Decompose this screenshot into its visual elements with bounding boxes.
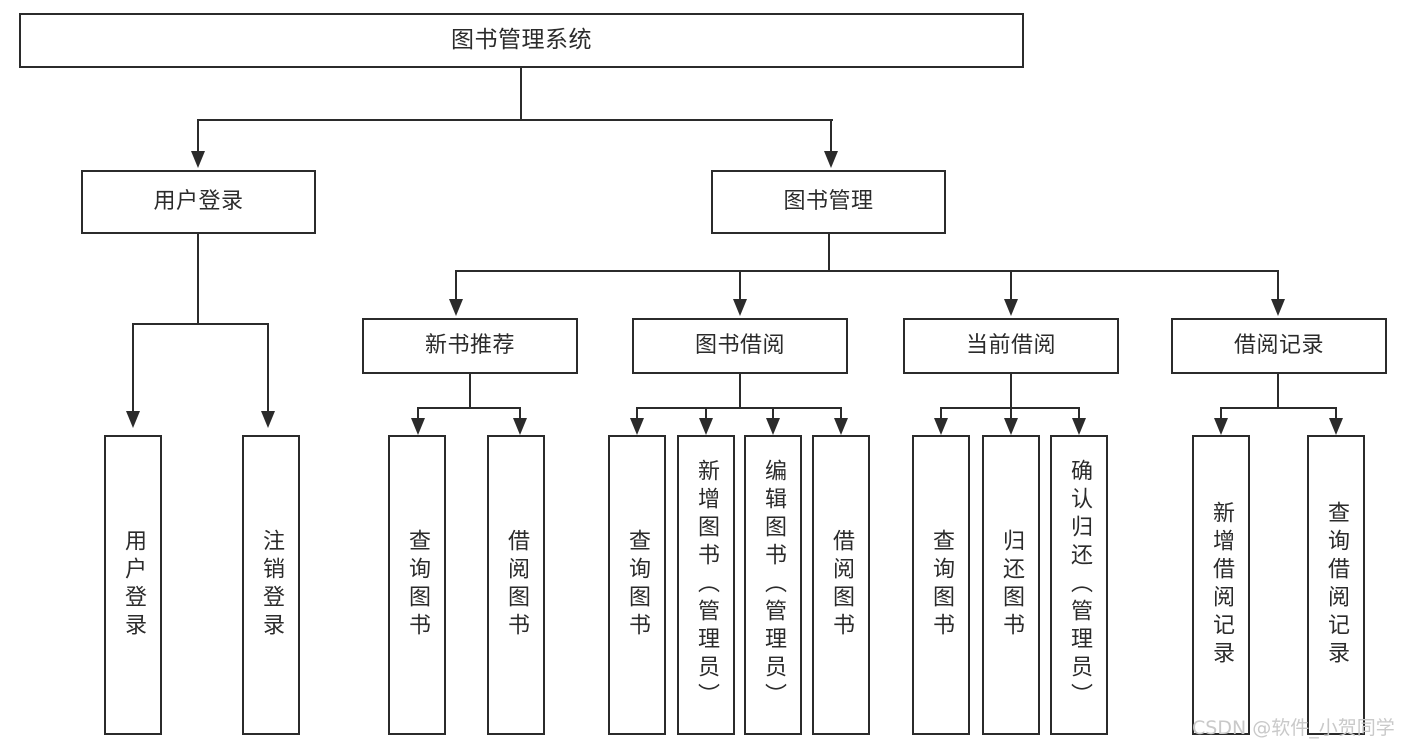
node-label: 借阅图书	[829, 529, 854, 641]
edge-book-mgmt-to-borrow	[739, 270, 741, 299]
edge-new-book-to-leaf-1	[519, 407, 521, 419]
arrow-user-login-to-leaf-1	[261, 411, 275, 428]
node-user-login[interactable]: 用户登录	[81, 170, 316, 234]
node-label: 查询图书	[929, 529, 954, 641]
edge-book-mgmt-to-record	[1277, 270, 1279, 299]
node-label: 借阅记录	[1233, 333, 1324, 359]
arrow-book-borrow-to-leaf-1	[699, 418, 713, 435]
leaf-new-book-recommend-0[interactable]: 查询图书	[388, 435, 446, 735]
edge-user-login-bus	[132, 323, 268, 325]
arrow-current-borrow-to-leaf-2	[1072, 418, 1086, 435]
edge-new-book-to-leaf-0	[417, 407, 419, 419]
node-new-book-recommend[interactable]: 新书推荐	[362, 318, 578, 374]
arrow-user-login-to-leaf-0	[126, 411, 140, 428]
arrow-current-borrow-to-leaf-1	[1004, 418, 1018, 435]
node-label: 用户登录	[153, 189, 244, 215]
node-label: 图书管理系统	[451, 26, 592, 53]
edge-user-login-to-leaf-1	[267, 323, 269, 411]
edge-root-to-user-login	[197, 119, 199, 151]
node-label: 用户登录	[121, 529, 146, 641]
arrow-new-book-to-leaf-0	[411, 418, 425, 435]
arrow-book-borrow-to-leaf-2	[766, 418, 780, 435]
node-label: 查询图书	[625, 529, 650, 641]
edge-book-mgmt-bus	[455, 270, 1279, 272]
edge-book-borrow-to-leaf-0	[636, 407, 638, 419]
node-label: 当前借阅	[965, 333, 1056, 359]
node-label: 图书借阅	[694, 333, 785, 359]
edge-book-borrow-to-leaf-3	[840, 407, 842, 419]
edge-current-borrow-to-leaf-2	[1078, 407, 1080, 419]
edge-user-login-to-leaf-0	[132, 323, 134, 411]
arrow-book-mgmt-to-borrow	[733, 299, 747, 316]
leaf-book-borrow-2[interactable]: 编辑图书（管理员）	[744, 435, 802, 735]
leaf-user-login-0[interactable]: 用户登录	[104, 435, 162, 735]
edge-book-mgmt-to-current	[1010, 270, 1012, 299]
node-root-system[interactable]: 图书管理系统	[19, 13, 1024, 68]
node-label: 编辑图书（管理员）	[761, 459, 786, 711]
node-label: 归还图书	[999, 529, 1024, 641]
edge-borrow-record-stem	[1277, 374, 1279, 409]
node-label: 借阅图书	[504, 529, 529, 641]
edge-root-to-book-mgmt	[830, 119, 832, 151]
leaf-borrow-record-1[interactable]: 查询借阅记录	[1307, 435, 1365, 735]
node-label: 新书推荐	[424, 333, 515, 359]
arrow-new-book-to-leaf-1	[513, 418, 527, 435]
arrow-root-to-book-mgmt	[824, 151, 838, 168]
leaf-book-borrow-0[interactable]: 查询图书	[608, 435, 666, 735]
node-label: 新增借阅记录	[1209, 501, 1234, 669]
node-label: 查询图书	[405, 529, 430, 641]
node-label: 图书管理	[783, 189, 874, 215]
edge-root-bus	[197, 119, 833, 121]
edge-new-book-stem	[469, 374, 471, 409]
arrow-borrow-record-to-leaf-1	[1329, 418, 1343, 435]
node-book-management[interactable]: 图书管理	[711, 170, 946, 234]
node-book-borrow[interactable]: 图书借阅	[632, 318, 848, 374]
arrow-book-mgmt-to-new-book	[449, 299, 463, 316]
edge-current-borrow-stem	[1010, 374, 1012, 409]
edge-current-borrow-to-leaf-1	[1010, 407, 1012, 419]
edge-book-borrow-stem	[739, 374, 741, 409]
node-label: 新增图书（管理员）	[694, 459, 719, 711]
node-label: 确认归还（管理员）	[1067, 459, 1092, 711]
leaf-new-book-recommend-1[interactable]: 借阅图书	[487, 435, 545, 735]
edge-root-stem	[520, 68, 522, 120]
leaf-current-borrow-0[interactable]: 查询图书	[912, 435, 970, 735]
edge-borrow-record-to-leaf-1	[1335, 407, 1337, 419]
csdn-watermark: CSDN @软件_小贺同学	[1192, 717, 1395, 739]
node-label: 查询借阅记录	[1324, 501, 1349, 669]
arrow-book-mgmt-to-current	[1004, 299, 1018, 316]
leaf-user-login-1[interactable]: 注销登录	[242, 435, 300, 735]
arrow-book-mgmt-to-record	[1271, 299, 1285, 316]
arrow-borrow-record-to-leaf-0	[1214, 418, 1228, 435]
arrow-current-borrow-to-leaf-0	[934, 418, 948, 435]
node-label: 注销登录	[259, 529, 284, 641]
arrow-book-borrow-to-leaf-0	[630, 418, 644, 435]
arrow-root-to-user-login	[191, 151, 205, 168]
leaf-current-borrow-1[interactable]: 归还图书	[982, 435, 1040, 735]
edge-borrow-record-to-leaf-0	[1220, 407, 1222, 419]
leaf-current-borrow-2[interactable]: 确认归还（管理员）	[1050, 435, 1108, 735]
edge-book-borrow-to-leaf-1	[705, 407, 707, 419]
edge-book-mgmt-stem	[828, 234, 830, 271]
edge-user-login-stem	[197, 234, 199, 324]
node-current-borrow[interactable]: 当前借阅	[903, 318, 1119, 374]
edge-book-mgmt-to-new-book	[455, 270, 457, 299]
edge-new-book-bus	[417, 407, 521, 409]
leaf-book-borrow-3[interactable]: 借阅图书	[812, 435, 870, 735]
leaf-book-borrow-1[interactable]: 新增图书（管理员）	[677, 435, 735, 735]
edge-current-borrow-to-leaf-0	[940, 407, 942, 419]
leaf-borrow-record-0[interactable]: 新增借阅记录	[1192, 435, 1250, 735]
edge-book-borrow-to-leaf-2	[772, 407, 774, 419]
node-borrow-record[interactable]: 借阅记录	[1171, 318, 1387, 374]
edge-borrow-record-bus	[1220, 407, 1337, 409]
edge-book-borrow-bus	[636, 407, 842, 409]
arrow-book-borrow-to-leaf-3	[834, 418, 848, 435]
